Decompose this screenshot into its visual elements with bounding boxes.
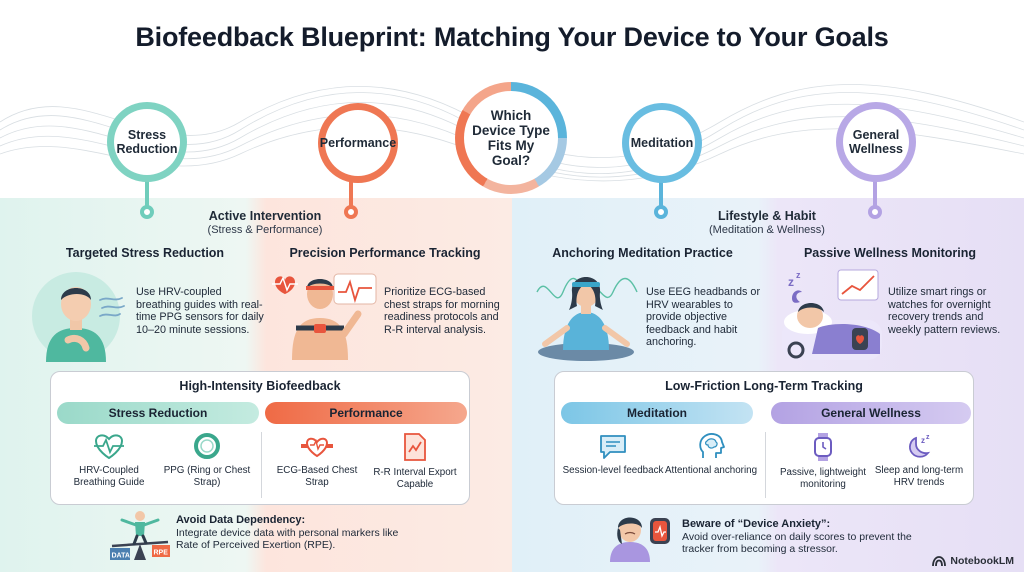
right-panel-divider bbox=[765, 432, 766, 498]
item-hrv-breathing: HRV-Coupled Breathing Guide bbox=[57, 432, 161, 488]
column-title-wellness: Passive Wellness Monitoring bbox=[803, 246, 977, 260]
column-title-meditation: Anchoring Meditation Practice bbox=[552, 246, 733, 260]
stress-knob bbox=[140, 205, 154, 219]
anxious-person-illustration bbox=[610, 517, 670, 562]
item-session-feedback: Session-level feedback bbox=[561, 432, 665, 477]
meditation-bubble: Meditation bbox=[622, 103, 702, 183]
meditating-person-illustration bbox=[536, 277, 638, 361]
heart-wave-icon bbox=[94, 434, 124, 460]
right-panel: Low-Friction Long-Term Tracking Meditati… bbox=[554, 371, 974, 505]
brand-label: NotebookLM bbox=[950, 555, 1014, 567]
left-panel-title: High-Intensity Biofeedback bbox=[179, 379, 341, 393]
page-title: Biofeedback Blueprint: Matching Your Dev… bbox=[135, 22, 889, 52]
sleep-moon-icon: z z bbox=[909, 434, 931, 458]
scale-rpe-label: RPE bbox=[154, 550, 169, 557]
wellness-bubble: General Wellness bbox=[836, 102, 916, 182]
item-rr-interval: R-R Interval Export Capable bbox=[363, 432, 467, 490]
column-text-performance: Prioritize ECG-based chest straps for mo… bbox=[384, 286, 500, 336]
warning-right-title: Beware of “Device Anxiety”: bbox=[682, 518, 831, 530]
svg-text:z: z bbox=[788, 275, 794, 289]
stress-bubble: Stress Reduction bbox=[107, 102, 187, 182]
file-chart-icon bbox=[404, 433, 426, 461]
item-ppg: PPG (Ring or Chest Strap) bbox=[155, 432, 259, 488]
column-text-stress: Use HRV-coupled breathing guides with re… bbox=[136, 286, 264, 336]
svg-text:z: z bbox=[796, 270, 801, 280]
person-breathing-illustration bbox=[32, 272, 125, 362]
column-title-stress: Targeted Stress Reduction bbox=[65, 246, 225, 260]
left-band-stress: Stress Reduction bbox=[57, 402, 259, 424]
stress-stem bbox=[145, 170, 149, 210]
brand-mark: NotebookLM bbox=[932, 555, 1014, 567]
column-text-meditation: Use EEG headbands or HRV wearables to pr… bbox=[646, 286, 761, 349]
svg-text:z: z bbox=[926, 434, 930, 441]
left-band-performance: Performance bbox=[265, 402, 467, 424]
warning-left-text: Integrate device data with personal mark… bbox=[176, 527, 399, 551]
athlete-chest-strap-illustration bbox=[272, 273, 377, 360]
item-ecg-strap: ECG-Based Chest Strap bbox=[265, 432, 369, 488]
chest-strap-icon bbox=[301, 437, 333, 458]
left-panel: High-Intensity Biofeedback Stress Reduct… bbox=[50, 371, 470, 505]
notebooklm-logo-icon bbox=[932, 556, 947, 567]
brain-head-icon bbox=[699, 433, 725, 458]
right-section-header: Lifestyle & Habit (Meditation & Wellness… bbox=[709, 209, 825, 236]
left-panel-divider bbox=[261, 432, 262, 498]
scale-data-label: DATA bbox=[112, 553, 130, 560]
column-title-performance: Precision Performance Tracking bbox=[289, 246, 481, 260]
chat-bubble-icon bbox=[600, 435, 626, 459]
column-text-wellness: Utilize smart rings or watches for overn… bbox=[888, 286, 1001, 336]
wellness-stem bbox=[873, 170, 877, 210]
wellness-knob bbox=[868, 205, 882, 219]
sleeping-person-illustration: z z bbox=[782, 269, 882, 360]
watch-icon bbox=[814, 433, 832, 461]
item-attentional-anchoring: Attentional anchoring bbox=[659, 432, 763, 477]
warning-left-title: Avoid Data Dependency: bbox=[176, 514, 306, 526]
performance-bubble: Performance bbox=[318, 103, 398, 183]
right-band-wellness: General Wellness bbox=[771, 402, 971, 424]
item-passive-monitoring: Passive, lightweight monitoring bbox=[771, 432, 875, 490]
meditation-stem bbox=[659, 170, 663, 210]
item-sleep-trends: z z Sleep and long-term HRV trends bbox=[874, 434, 964, 488]
left-section-header: Active Intervention (Stress & Performanc… bbox=[207, 209, 323, 236]
meditation-knob bbox=[654, 205, 668, 219]
svg-text:z: z bbox=[921, 436, 925, 445]
right-panel-title: Low-Friction Long-Term Tracking bbox=[665, 379, 863, 393]
performance-stem bbox=[349, 170, 353, 210]
balance-scale-illustration: DATA RPE bbox=[110, 511, 170, 560]
right-band-meditation: Meditation bbox=[561, 402, 753, 424]
performance-knob bbox=[344, 205, 358, 219]
ring-icon bbox=[194, 433, 220, 459]
center-question-bubble: Which Device Type Fits My Goal? bbox=[455, 82, 567, 194]
warning-right-text: Avoid over-reliance on daily scores to p… bbox=[682, 531, 912, 555]
